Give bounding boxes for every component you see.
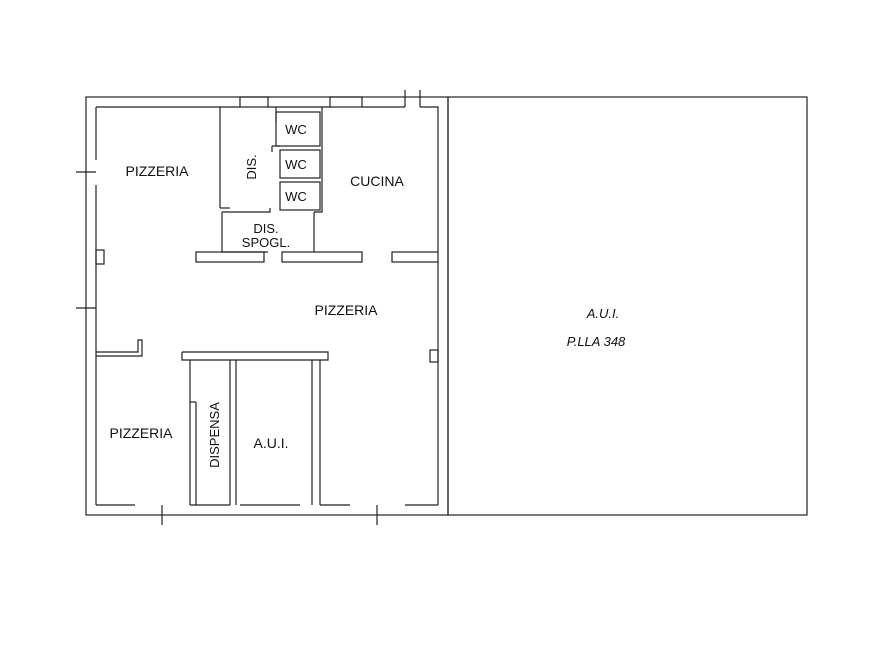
partition-1 [195,251,265,263]
spogl-top [222,208,271,213]
wall-dispensa-top [181,351,329,361]
room-label-pizzeria-center: PIZZERIA [314,302,378,318]
partition-2 [281,251,363,263]
room-label-wc-2: WC [285,157,307,172]
window-top-1 [239,96,269,108]
room-label-dis-spogl-1: DIS. [253,221,278,236]
wall-bottom-left-room [96,339,143,357]
room-label-wc-3: WC [285,189,307,204]
annex-label-parcel: P.LLA 348 [567,334,626,349]
room-label-cucina: CUCINA [350,173,404,189]
room-label-dis-spogl-2: SPOGL. [242,235,290,250]
pillar-right [429,349,439,363]
partition-3 [391,251,439,263]
annex-label-title: A.U.I. [586,306,620,321]
wc-3-box [279,181,321,211]
room-label-pizzeria-bottom-left: PIZZERIA [109,425,173,441]
building-walls [76,90,449,525]
pillar-left [95,249,105,265]
room-labels: PIZZERIA DIS. WC WC WC CUCINA DIS. SPOGL… [109,122,626,468]
room-label-aui-small: A.U.I. [253,435,288,451]
wc-2-box [279,149,321,179]
annex-outline [447,96,808,516]
wc-1-box [275,111,321,147]
room-label-dis: DIS. [244,154,259,179]
room-label-wc-1: WC [285,122,307,137]
outer-wall [85,96,449,516]
annex-area [447,96,808,516]
window-top-2 [329,96,363,108]
room-label-pizzeria-top-left: PIZZERIA [125,163,189,179]
inner-wall-top-right [420,106,439,252]
room-label-dispensa: DISPENSA [207,402,222,468]
wall-cucina-left [314,107,323,213]
